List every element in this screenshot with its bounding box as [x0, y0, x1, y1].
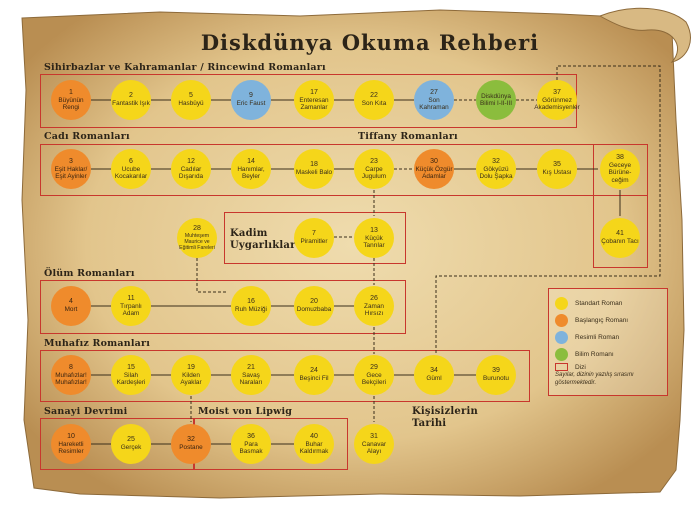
- legend-swatch: [555, 331, 568, 344]
- section-title-moist: Moist von Lipwig: [198, 406, 293, 417]
- legend-item-science: Bilim Romanı: [555, 348, 614, 361]
- legend-item-start: Başlangıç Romanı: [555, 314, 628, 327]
- section-title-witches: Cadı Romanları: [44, 131, 130, 142]
- legend-swatch: [555, 348, 568, 361]
- series-box-death: [40, 280, 406, 334]
- section-title-industrial: Sanayi Devrimi: [44, 406, 128, 417]
- page-title: Diskdünya Okuma Rehberi: [200, 30, 540, 55]
- legend: Standart Roman Başlangıç Romanı Resimli …: [548, 288, 668, 396]
- series-box-ancient: [224, 212, 406, 264]
- section-title-individual: Kişisizlerin Tarihi: [412, 406, 478, 429]
- section-title-watch: Muhafız Romanları: [44, 338, 151, 349]
- section-title-ancient: Kadim Uygarlıklar: [230, 228, 296, 251]
- book-node: Diskdünya Bilimi I-II-III: [476, 80, 516, 120]
- legend-series-swatch: [555, 363, 568, 371]
- legend-swatch: [555, 314, 568, 327]
- legend-item-series: Dizi: [555, 363, 586, 371]
- legend-item-illustrated: Resimli Roman: [555, 331, 619, 344]
- legend-note: Sayılar, dizinin yazılış sırasını göster…: [555, 372, 634, 386]
- legend-item-standard: Standart Roman: [555, 297, 622, 310]
- legend-swatch: [555, 297, 568, 310]
- section-title-wizards: Sihirbazlar ve Kahramanlar / Rincewind R…: [44, 62, 326, 73]
- section-title-death: Ölüm Romanları: [44, 268, 135, 279]
- section-title-tiffany: Tiffany Romanları: [358, 131, 458, 142]
- series-box-watch: [40, 350, 530, 402]
